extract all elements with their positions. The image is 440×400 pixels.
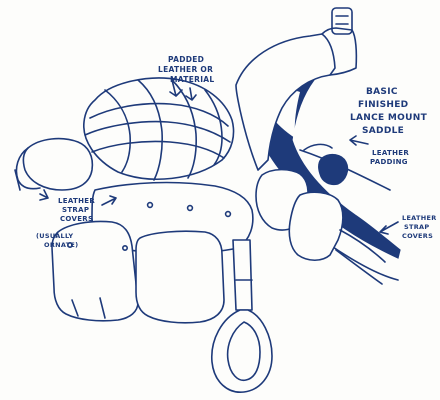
title-line-1: BASIC <box>366 87 398 97</box>
strap-cover-right-2 <box>289 192 343 260</box>
label-title: BASIC FINISHED LANCE MOUNT SADDLE <box>350 87 428 136</box>
stirrup-strap <box>233 240 252 310</box>
label-usually-ornate: (USUALLY ORNATE) <box>36 232 78 249</box>
label-leather-padding: LEATHER PADDING <box>370 149 409 166</box>
padded-line-3: MATERIAL <box>170 75 214 84</box>
padded-seat <box>84 78 234 180</box>
title-line-4: SADDLE <box>362 126 404 136</box>
strap-cover-lower-mid <box>136 231 224 323</box>
ornate-line-2: ORNATE) <box>44 241 78 249</box>
left-strap-cover-upper <box>23 139 92 190</box>
ornate-line-1: (USUALLY <box>36 232 73 240</box>
padded-line-2: LEATHER OR <box>158 65 213 74</box>
padding-line-2: PADDING <box>370 158 408 166</box>
buckle-dark <box>319 155 348 185</box>
strap-loop <box>304 144 332 150</box>
title-line-2: FINISHED <box>358 100 408 110</box>
padded-line-1: PADDED <box>168 55 204 64</box>
title-line-3: LANCE MOUNT <box>350 113 428 123</box>
label-strap-covers-left: LEATHER STRAP COVERS <box>58 197 95 223</box>
strap-right-line-2: STRAP <box>404 223 429 231</box>
strap-left-line-1: LEATHER <box>58 197 95 205</box>
padding-line-1: LEATHER <box>372 149 409 157</box>
strap-left-line-3: COVERS <box>60 215 93 223</box>
strap-left-line-2: STRAP <box>62 206 89 214</box>
strap-right-line-1: LEATHER <box>402 214 437 222</box>
strap-right-line-3: COVERS <box>402 232 433 240</box>
label-strap-covers-right: LEATHER STRAP COVERS <box>402 214 437 240</box>
